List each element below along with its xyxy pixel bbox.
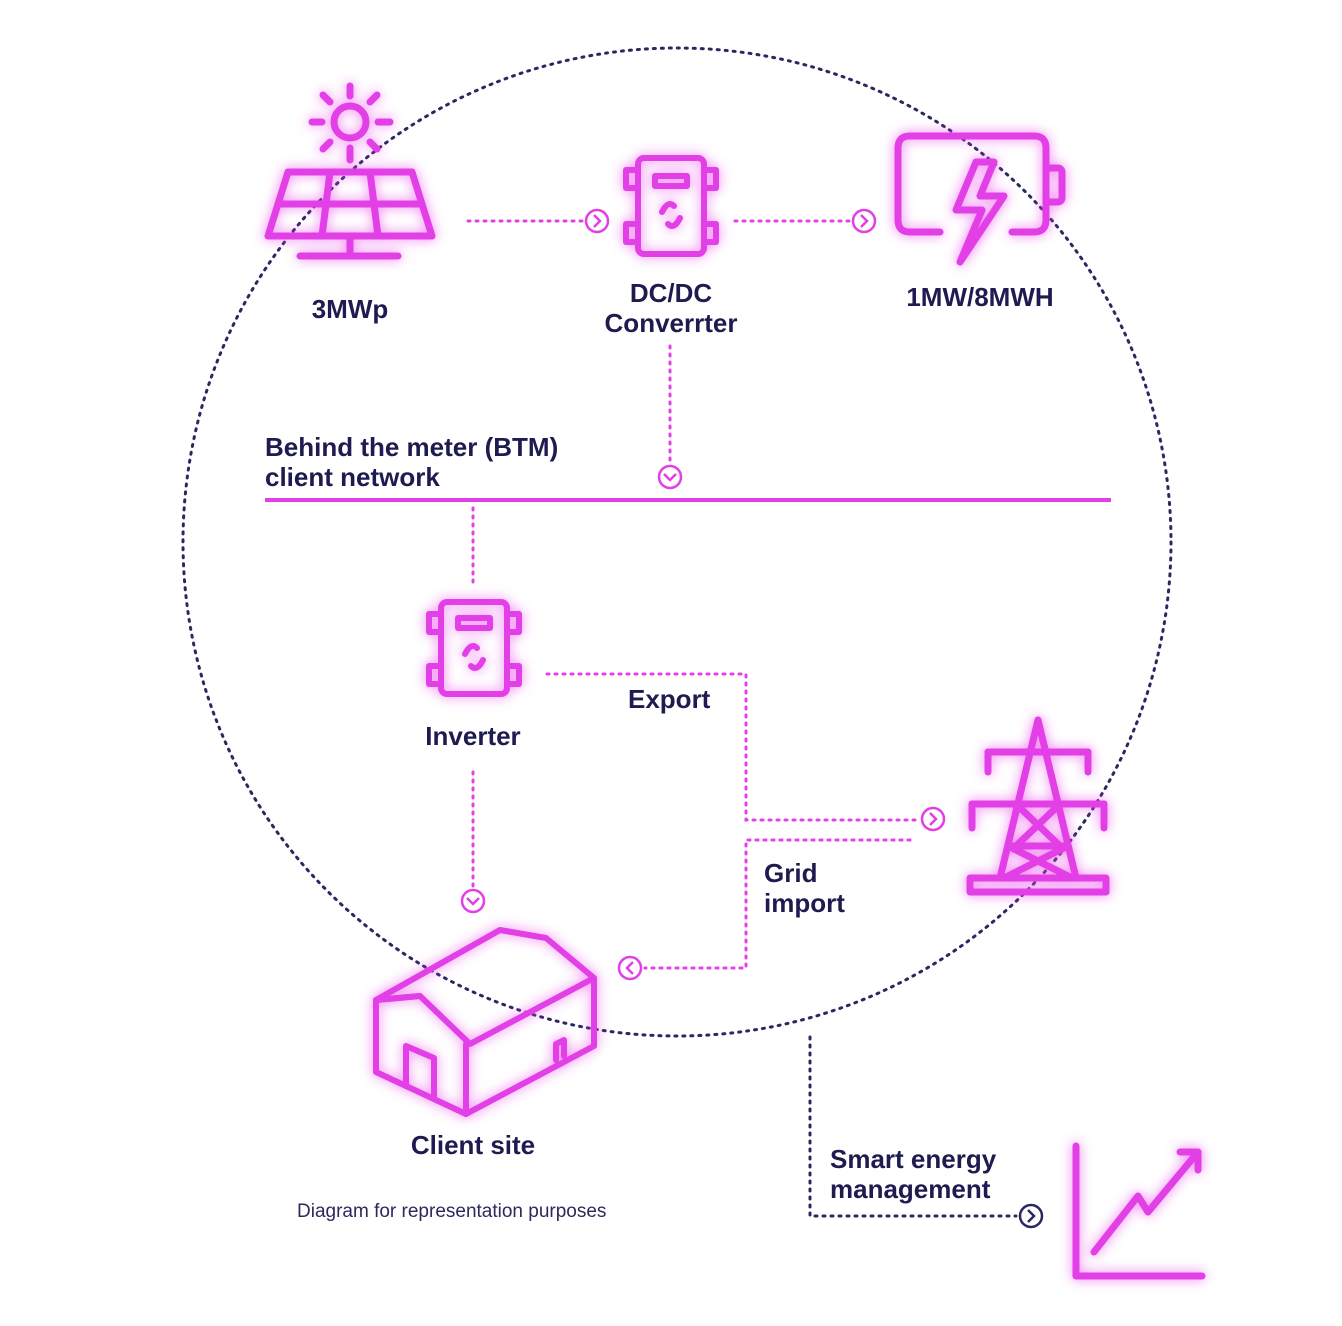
arrow-right-icon <box>1018 1203 1044 1229</box>
footnote: Diagram for representation purposes <box>297 1201 607 1222</box>
arrow-down-icon <box>460 888 486 914</box>
arrow-right-icon <box>851 208 877 234</box>
grid-import-line <box>643 838 912 970</box>
converter-icon <box>623 155 719 257</box>
battery-icon <box>894 132 1066 266</box>
inverter-icon <box>426 599 522 697</box>
pylon-icon <box>966 716 1110 896</box>
network-label: Behind the meter (BTM) client network <box>265 432 559 492</box>
export-label: Export <box>628 684 711 714</box>
warehouse-icon <box>373 927 597 1117</box>
arrow-left-icon <box>617 955 643 981</box>
smart-management-line <box>808 1035 1018 1218</box>
battery-label: 1MW/8MWH <box>906 282 1054 312</box>
client-site-label: Client site <box>410 1130 536 1160</box>
solar-label: 3MWp <box>311 294 389 324</box>
arrow-down-icon <box>657 464 683 490</box>
arrow-right-icon <box>920 806 946 832</box>
system-boundary-circle <box>181 46 1173 1038</box>
solar-panel-icon <box>264 82 436 260</box>
grid-import-label: Grid import <box>764 858 845 918</box>
inverter-label: Inverter <box>425 721 521 751</box>
export-line <box>545 672 920 822</box>
arrow-right-icon <box>584 208 610 234</box>
smart-energy-label: Smart energy management <box>830 1144 997 1204</box>
converter-label: DC/DC Converrter <box>604 278 738 338</box>
growth-chart-icon <box>1072 1142 1206 1280</box>
